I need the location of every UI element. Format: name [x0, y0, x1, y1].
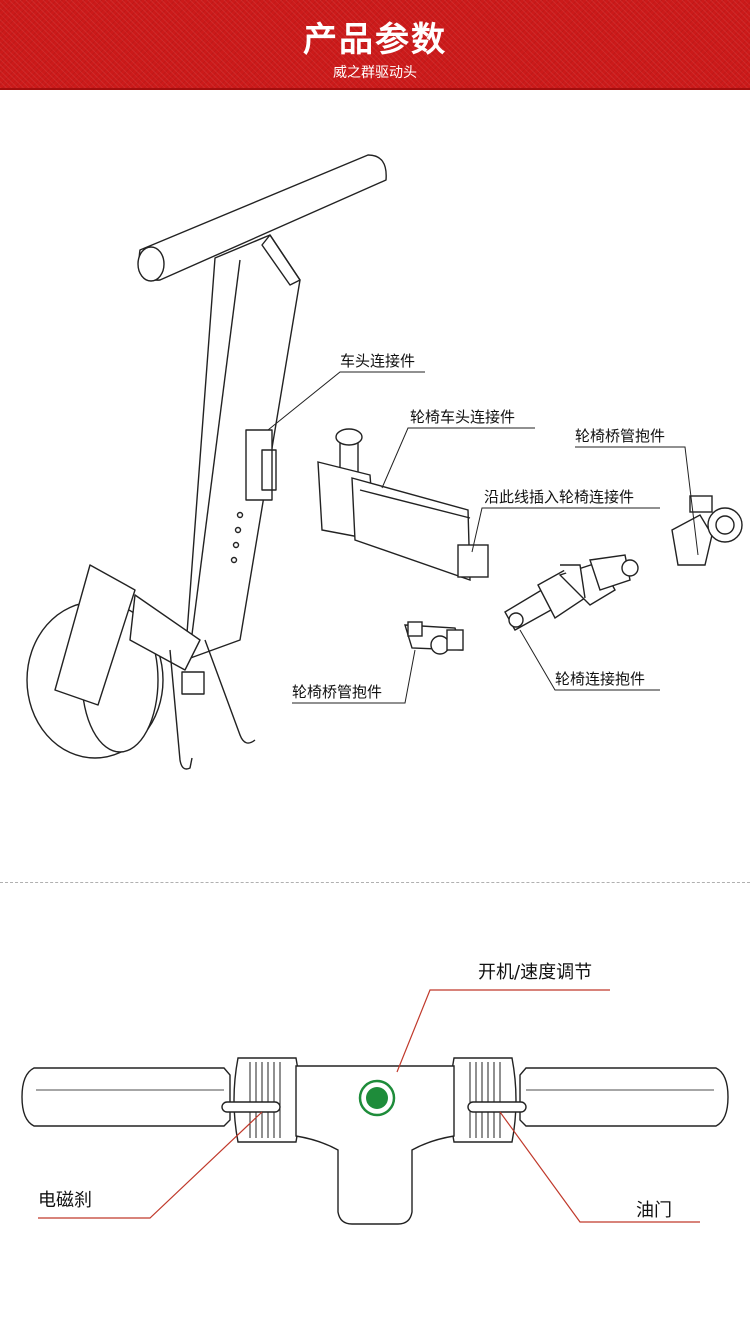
- section-divider: [0, 882, 750, 883]
- label-wheelchair-head-connector: 轮椅车头连接件: [410, 408, 516, 426]
- label-insert-line: 沿此线插入轮椅连接件: [484, 488, 635, 506]
- label-bridge-clamp-left: 轮椅桥管抱件: [292, 683, 383, 701]
- label-bridge-clamp-top: 轮椅桥管抱件: [575, 427, 666, 445]
- exploded-view-drawing: [26, 154, 743, 770]
- header-banner: 产品参数 威之群驱动头: [0, 0, 750, 90]
- label-brake: 电磁刹: [38, 1190, 92, 1211]
- label-power-speed: 开机/速度调节: [478, 962, 593, 983]
- label-head-connector: 车头连接件: [340, 352, 416, 370]
- page-subtitle: 威之群驱动头: [333, 65, 417, 81]
- label-connect-clamp: 轮椅连接抱件: [555, 670, 646, 688]
- label-throttle: 油门: [636, 1200, 672, 1221]
- page-title: 产品参数: [303, 20, 447, 60]
